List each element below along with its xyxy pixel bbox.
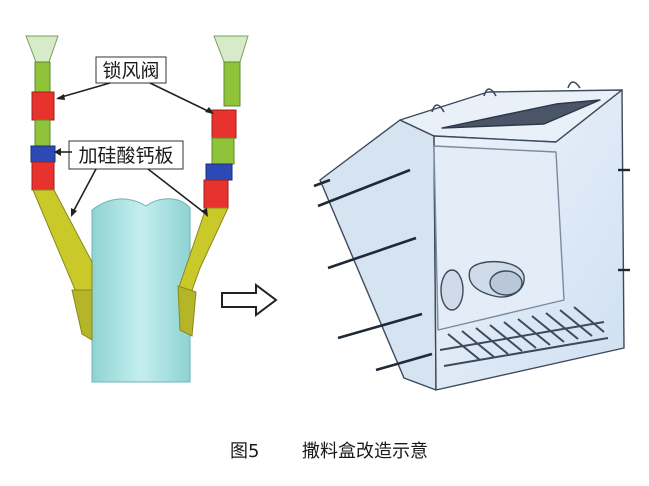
box-top-grate [441, 99, 601, 129]
calcium-silicate-board-label-box [68, 140, 184, 170]
riser-column [91, 198, 191, 383]
lock-valve-label: 锁风阀 [102, 60, 159, 82]
left-calcium-silicate-board [30, 145, 56, 163]
leader-arrowheads [54, 94, 214, 217]
left-chute [25, 35, 93, 341]
figure-title: 撒料盒改造示意 [302, 441, 428, 462]
box-left-panel [319, 119, 437, 391]
box-right-ticks [618, 168, 630, 272]
lock-valve-label-box [95, 56, 167, 84]
figure-number: 图5 [230, 441, 259, 462]
box-inner-slope [433, 145, 565, 331]
chute-diagram: 锁风阀 加硅酸钙板 [25, 35, 249, 383]
right-calcium-silicate-board [205, 163, 233, 181]
box-side-rods [313, 168, 433, 372]
box-hole-left [440, 269, 464, 311]
spreader-box-3d [313, 81, 630, 391]
right-hollow-arrow-icon [221, 283, 278, 317]
left-lock-valve-lower [31, 161, 55, 191]
right-lock-valve-upper [211, 109, 237, 139]
box-bottom-grate [439, 306, 609, 367]
box-top-hooks [431, 81, 581, 113]
calcium-silicate-board-label: 加硅酸钙板 [78, 145, 173, 167]
right-hopper [213, 35, 249, 63]
left-lock-valve-upper [31, 91, 55, 121]
left-hopper [25, 35, 59, 63]
right-chute [177, 35, 249, 337]
right-lock-valve-lower [203, 179, 229, 209]
